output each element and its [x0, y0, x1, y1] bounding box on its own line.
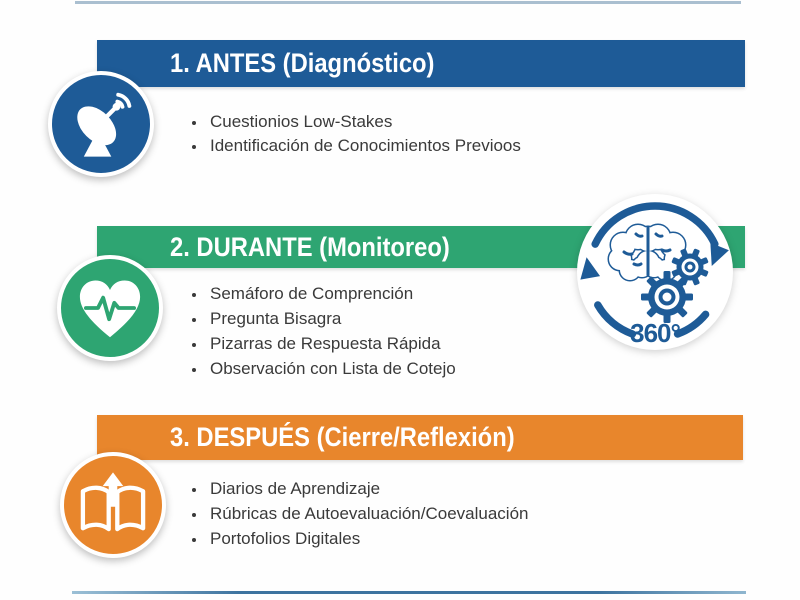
list-item: Observación con Lista de Cotejo	[207, 356, 687, 381]
open-book-arrow-icon	[80, 472, 146, 532]
durante-bullet-list: Semáforo de Comprención Pregunta Bisagra…	[190, 281, 687, 381]
despues-icon-circle	[60, 452, 166, 558]
list-item: Cuestionios Low-Stakes	[207, 110, 687, 134]
despues-bullet-list: Diarios de Aprendizaje Rúbricas de Autoe…	[190, 476, 687, 551]
small-gear-icon	[671, 248, 709, 286]
section-title-durante: 2. DURANTE (Monitoreo)	[170, 231, 450, 262]
list-item: Diarios de Aprendizaje	[207, 476, 687, 501]
list-item: Portofolios Digitales	[207, 526, 687, 551]
large-gear-icon	[641, 271, 693, 323]
list-item: Pregunta Bisagra	[207, 306, 687, 331]
heart-pulse-icon	[79, 280, 141, 338]
list-item: Identificación de Conocimientos Previoos	[207, 134, 687, 158]
section-header-despues: 3. DESPUÉS (Cierre/Reflexión)	[97, 415, 743, 460]
antes-bullet-list: Cuestionios Low-Stakes Identificación de…	[190, 110, 687, 158]
top-divider-rule	[75, 1, 741, 4]
satellite-dish-icon	[77, 92, 132, 157]
antes-icon-circle	[48, 71, 154, 177]
badge-360-label: 360°	[630, 318, 680, 348]
list-item: Semáforo de Comprención	[207, 281, 687, 306]
section-header-antes: 1. ANTES (Diagnóstico)	[97, 40, 745, 87]
durante-icon-circle	[57, 255, 163, 361]
section-title-despues: 3. DESPUÉS (Cierre/Reflexión)	[170, 422, 515, 452]
brain-gears-cycle-icon: 360°	[577, 194, 733, 350]
list-item: Rúbricas de Autoevaluación/Coevaluación	[207, 501, 687, 526]
section-title-antes: 1. ANTES (Diagnóstico)	[170, 48, 435, 78]
list-item: Pizarras de Respuesta Rápida	[207, 331, 687, 356]
bottom-divider-rule	[72, 591, 746, 594]
badge-360: 360°	[575, 192, 735, 352]
